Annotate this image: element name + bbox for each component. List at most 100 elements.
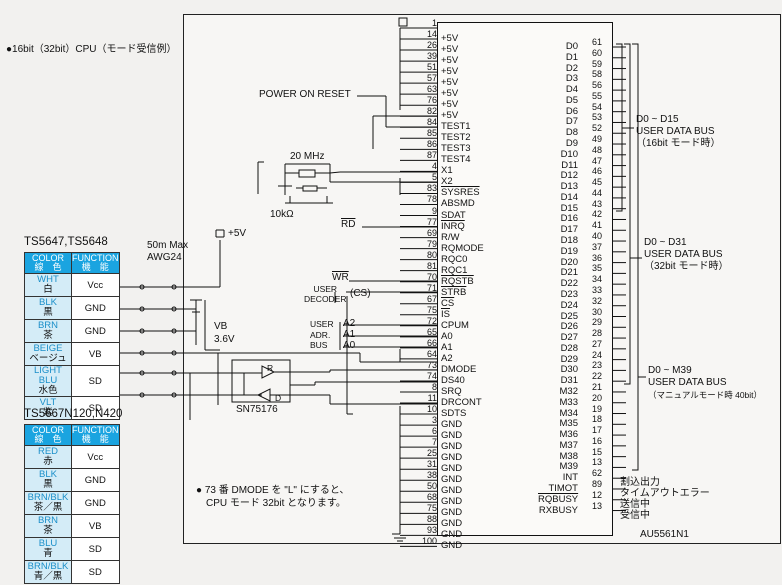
- left-pin-number: 74: [426, 370, 437, 381]
- left-pin-name: DS40: [441, 374, 465, 386]
- left-pin-name: GND: [441, 518, 463, 530]
- resistor-label: 10kΩ: [270, 209, 294, 220]
- left-pin-number: 11: [427, 393, 437, 404]
- left-pin-number: 64: [426, 348, 437, 359]
- a0-label: A0: [343, 340, 356, 351]
- left-pin-name: GND: [441, 540, 463, 552]
- cable-length-label: 50m Max: [147, 240, 189, 251]
- right-pin-number: 42: [592, 209, 603, 220]
- rd-label: RD: [341, 219, 356, 230]
- wire-function-cell: GND: [71, 319, 120, 343]
- right-pin-number: 46: [592, 166, 603, 177]
- left-pin-number: 51: [426, 62, 437, 73]
- left-pin-number: 67: [426, 293, 437, 304]
- left-pin-name: GND: [441, 419, 463, 431]
- right-pin-name: M34: [559, 407, 578, 419]
- left-pin-number: 39: [426, 51, 437, 62]
- left-pin-name: A2: [441, 352, 453, 364]
- left-pin-number: 84: [426, 117, 437, 128]
- left-pin-name: DMODE: [441, 363, 477, 375]
- right-pin-number: 41: [592, 220, 603, 231]
- left-pin-name: SRQ: [441, 385, 462, 397]
- left-pin-number: 69: [426, 227, 437, 238]
- left-pin-number: 3: [431, 415, 437, 426]
- left-pin-number: 81: [426, 260, 437, 271]
- left-pin-number: 75: [426, 304, 437, 315]
- right-pin-number: 47: [592, 155, 603, 166]
- left-pin-number: 57: [426, 73, 437, 84]
- right-pin-name: D25: [560, 310, 578, 322]
- driver-d-label: D: [275, 393, 282, 403]
- right-pin-name: D6: [565, 105, 578, 117]
- right-pin-number: 13: [592, 500, 603, 511]
- right-pin-number: 53: [592, 112, 603, 123]
- left-pin-name: GND: [441, 529, 463, 541]
- left-pin-number: 50: [426, 481, 437, 492]
- left-pin-name: GND: [441, 485, 463, 497]
- left-pin-number: 79: [426, 238, 437, 249]
- right-pin-number: 22: [592, 371, 603, 382]
- right-pin-name: RQBUSY: [538, 493, 579, 505]
- left-pin-name: INRQ: [441, 220, 465, 232]
- left-pin-name: +5V: [441, 110, 459, 122]
- right-pin-name: D28: [560, 342, 578, 354]
- right-pin-name: D2: [565, 62, 578, 74]
- right-pin-name: D30: [560, 364, 578, 376]
- left-pin-number: 82: [426, 106, 437, 117]
- right-pin-number: 21: [592, 381, 603, 392]
- cable-awg-label: AWG24: [147, 252, 182, 263]
- left-pin-number: 76: [426, 95, 437, 106]
- left-pin-number: 5: [431, 172, 437, 183]
- right-pin-name: D24: [560, 299, 578, 311]
- header-note: ●16bit（32bit）CPU（モード受信例）: [6, 44, 177, 55]
- left-pin-name: RQC1: [441, 264, 468, 276]
- right-pin-name: M33: [559, 396, 578, 408]
- right-pin-number: 55: [592, 90, 603, 101]
- right-pin-number: 30: [592, 306, 603, 317]
- left-pin-number: 85: [426, 128, 437, 139]
- left-pin-number: 75: [426, 503, 437, 514]
- left-pin-name: SDAT: [441, 209, 466, 221]
- ic-au5561n1: [437, 22, 613, 536]
- left-pin-name: CPUM: [441, 319, 469, 331]
- right-pin-name: TIMOT: [548, 482, 578, 494]
- left-pin-name: +5V: [441, 33, 459, 45]
- table1-title: TS5647,TS5648: [24, 236, 108, 248]
- left-pin-name: GND: [441, 496, 463, 508]
- left-pin-name: CS: [441, 297, 455, 309]
- left-pin-number: 72: [426, 315, 437, 326]
- left-pin-number: 87: [426, 150, 437, 161]
- left-pin-number: 65: [426, 326, 437, 337]
- driver-label: SN75176: [236, 404, 278, 415]
- right-pin-number: 20: [592, 392, 603, 403]
- left-pin-name: X2: [441, 176, 453, 188]
- left-pin-name: GND: [441, 452, 463, 464]
- right-pin-name: INT: [562, 472, 578, 484]
- right-pin-number: 34: [592, 274, 603, 285]
- dmode-footnote: ● 73 番 DMODE を "L" にすると、CPU モード 32bit とな…: [196, 485, 350, 509]
- right-pin-number: 16: [592, 435, 603, 446]
- left-pin-name: DRCONT: [441, 397, 482, 409]
- right-pin-number: 32: [592, 295, 603, 306]
- left-pin-name: R/W: [441, 231, 460, 243]
- power-on-reset-label: POWER ON RESET: [259, 89, 351, 100]
- plus5v-label: +5V: [228, 228, 247, 239]
- wire-function-cell: SD: [71, 396, 120, 420]
- rqbusy-status-label: 送信中: [620, 499, 650, 510]
- left-pin-number: 83: [426, 183, 437, 194]
- right-pin-name: D19: [560, 245, 578, 257]
- left-pin-number: 14: [426, 29, 437, 40]
